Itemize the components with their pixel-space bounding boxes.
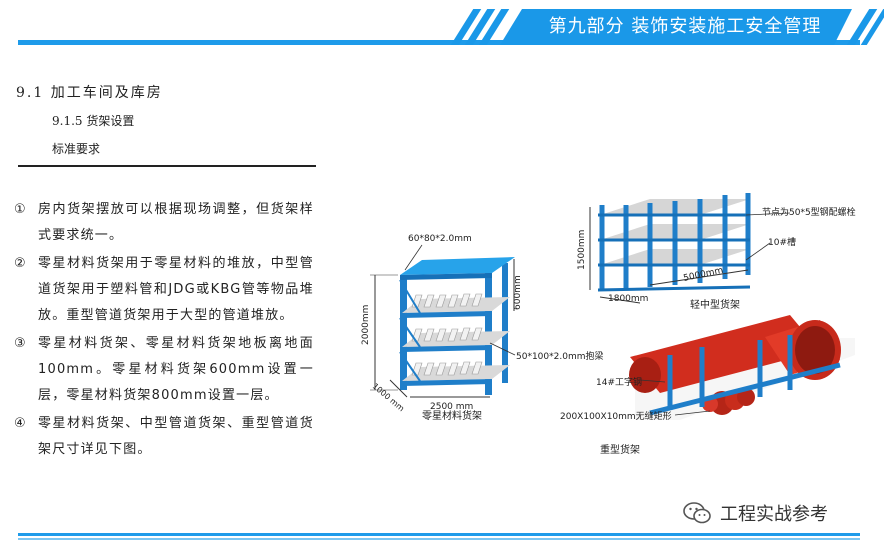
heavy-rack-caption: 重型货架 — [600, 443, 640, 456]
list-item: ④ 零星材料货架、中型管道货架、重型管道货架尺寸详见下图。 — [14, 411, 314, 463]
mid-rack-caption: 轻中型货架 — [690, 298, 740, 311]
section-subheading: 标准要求 — [52, 142, 101, 156]
mid-dim-depth: 1800mm — [608, 294, 648, 304]
medium-rack — [589, 193, 791, 304]
list-item: ③ 零星材料货架、零星材料货架地板离地面100mm。零星材料货架600mm设置一… — [14, 331, 314, 409]
item-text: 零星材料货架、零星材料货架地板离地面100mm。零星材料货架600mm设置一层，… — [38, 336, 314, 403]
beam-label: 50*100*2.0mm抱梁 — [516, 350, 603, 362]
footer-rule — [18, 533, 860, 536]
footer-rule-light — [18, 538, 860, 540]
watermark-text: 工程实战参考 — [720, 504, 828, 525]
watermark: 工程实战参考 — [682, 500, 828, 526]
mid-node-label: 节点为50*5型钢配螺栓 — [762, 206, 856, 218]
header-tab — [500, 9, 852, 45]
header-rule — [18, 40, 860, 45]
dim-post: 60*80*2.0mm — [408, 234, 472, 244]
item-number: ① — [14, 202, 26, 217]
small-rack-caption: 零星材料货架 — [422, 409, 482, 422]
dim-width: 2500 mm — [430, 402, 473, 412]
item-text: 房内货架摆放可以根据现场调整，但货架样式要求统一。 — [38, 202, 314, 243]
dim-height: 2000mm — [361, 305, 371, 345]
mid-dim-width: 5000mm — [683, 266, 725, 284]
item-text: 零星材料货架、中型管道货架、重型管道货架尺寸详见下图。 — [38, 416, 314, 457]
item-number: ③ — [14, 336, 26, 351]
list-item: ② 零星材料货架用于零星材料的堆放，中型管道货架用于塑料管和JDG或KBG管等物… — [14, 251, 314, 329]
small-parts-rack — [370, 244, 516, 398]
heavy-tube-label: 200X100X10mm无缝矩形 — [560, 410, 672, 422]
wechat-icon — [683, 502, 711, 524]
list-item: ① 房内货架摆放可以根据现场调整，但货架样式要求统一。 — [14, 197, 314, 249]
dim-shelf-gap: 600mm — [513, 275, 523, 310]
item-text: 零星材料货架用于零星材料的堆放，中型管道货架用于塑料管和JDG或KBG管等物品堆… — [38, 256, 314, 323]
heavy-rack — [629, 315, 855, 420]
item-number: ② — [14, 256, 26, 271]
mid-channel-label: 10#槽 — [768, 236, 796, 248]
mid-dim-height: 1500mm — [577, 230, 587, 270]
requirement-list: ① 房内货架摆放可以根据现场调整，但货架样式要求统一。 ② 零星材料货架用于零星… — [14, 197, 314, 465]
heavy-ibeam-label: 14#工字钢 — [596, 376, 642, 388]
section-subtitle: 9.1.5 货架设置 — [52, 114, 135, 128]
item-number: ④ — [14, 416, 26, 431]
section-rule — [18, 165, 316, 167]
header-title: 第九部分 装饰安装施工安全管理 — [548, 16, 822, 37]
section-title: 9.1 加工车间及库房 — [16, 85, 163, 101]
rack-illustration: 60*80*2.0mm 2000mm 600mm 1000 mm 2500 mm… — [361, 193, 856, 456]
